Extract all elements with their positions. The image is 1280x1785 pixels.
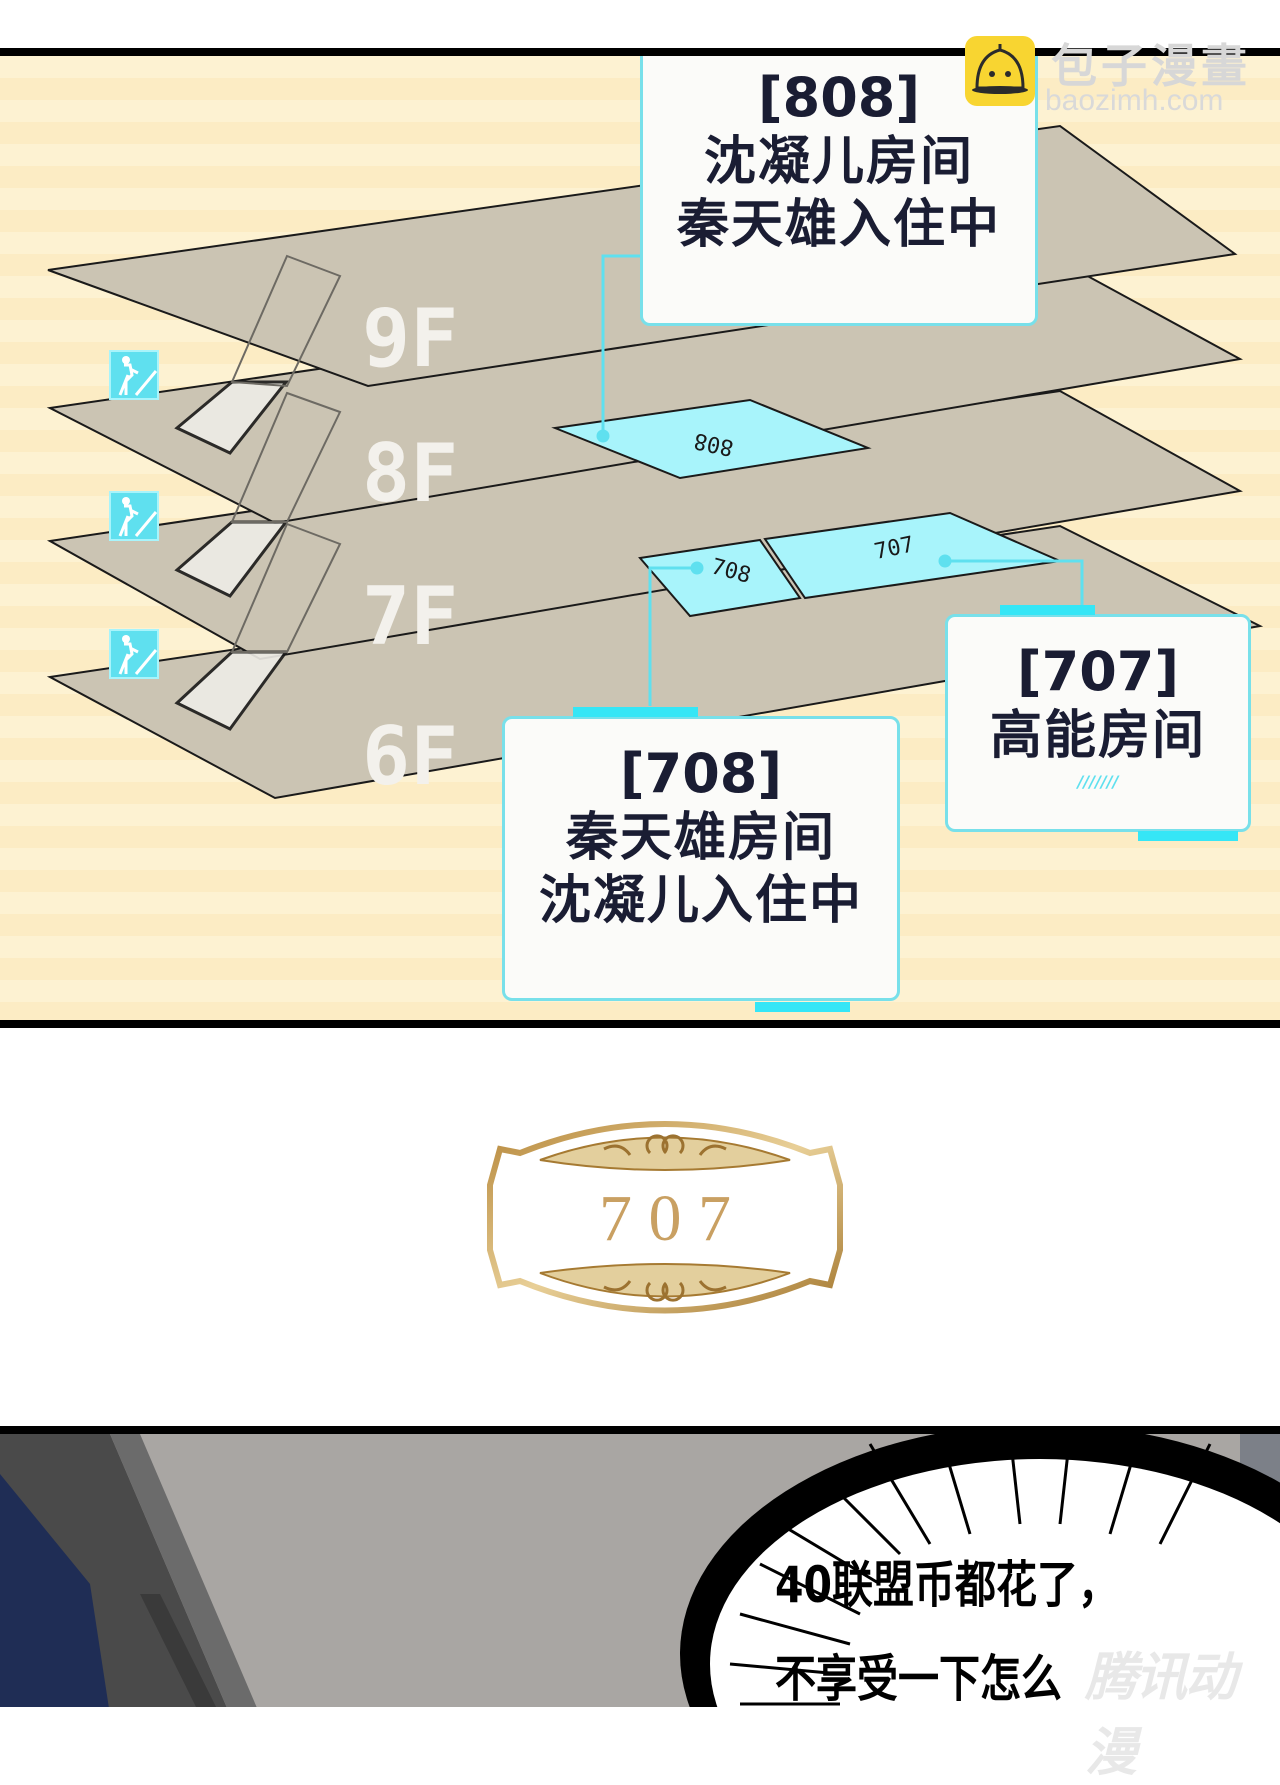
floor-label-8f: 8F bbox=[362, 427, 458, 520]
callout-808-line1: 沈凝儿房间 bbox=[703, 131, 974, 192]
callout-room-708: [708] 秦天雄房间 沈凝儿入住中 bbox=[502, 707, 900, 1012]
stair-openings bbox=[174, 380, 290, 731]
speech-line-1: 40联盟币都花了， bbox=[775, 1556, 1120, 1614]
floor-plan-panel: 9F 8F 7F 6F 808 708 707 [808] 沈凝儿房间 秦天雄入… bbox=[0, 48, 1280, 1028]
speech-line-2: 不享受一下怎么 bbox=[775, 1650, 1062, 1708]
watermark-site-name: 包子漫畫 bbox=[1051, 39, 1251, 93]
callout-808-number: [808] bbox=[757, 66, 921, 129]
floor-label-7f: 7F bbox=[362, 570, 458, 663]
floor-label-9f: 9F bbox=[362, 292, 458, 385]
plaque-number: 7 0 7 bbox=[599, 1182, 731, 1255]
door-plaque: 7 0 7 bbox=[480, 1105, 850, 1330]
callout-708-line1: 秦天雄房间 bbox=[565, 807, 836, 868]
callout-808-line2: 秦天雄入住中 bbox=[676, 195, 1001, 256]
speech-text: 40联盟币都花了， 不享受一下怎么 bbox=[775, 1545, 1195, 1711]
watermark-site-url: baozimh.com bbox=[1045, 84, 1224, 117]
floor-label-6f: 6F bbox=[362, 710, 458, 803]
tencent-comics-watermark: 腾讯动漫 bbox=[1085, 1648, 1237, 1783]
callout-708-number: [708] bbox=[619, 742, 783, 805]
hallway-scene bbox=[0, 1434, 1280, 1707]
bun-logo-icon bbox=[965, 36, 1035, 106]
speech-burst bbox=[680, 1434, 1280, 1707]
callout-707-deco: /////// bbox=[1077, 772, 1119, 792]
callout-708-line2: 沈凝儿入住中 bbox=[538, 871, 863, 932]
callout-707-line1: 高能房间 bbox=[989, 705, 1206, 766]
callout-707-number: [707] bbox=[1016, 640, 1180, 703]
callout-connectors bbox=[596, 254, 1084, 706]
stairs-walking-icon bbox=[109, 350, 159, 679]
site-watermark: 包子漫畫 baozimh.com bbox=[965, 30, 1280, 120]
floor-7f bbox=[46, 389, 1243, 661]
hallway-panel bbox=[0, 1426, 1280, 1707]
callout-room-707: [707] 高能房间 /////// bbox=[945, 605, 1251, 841]
